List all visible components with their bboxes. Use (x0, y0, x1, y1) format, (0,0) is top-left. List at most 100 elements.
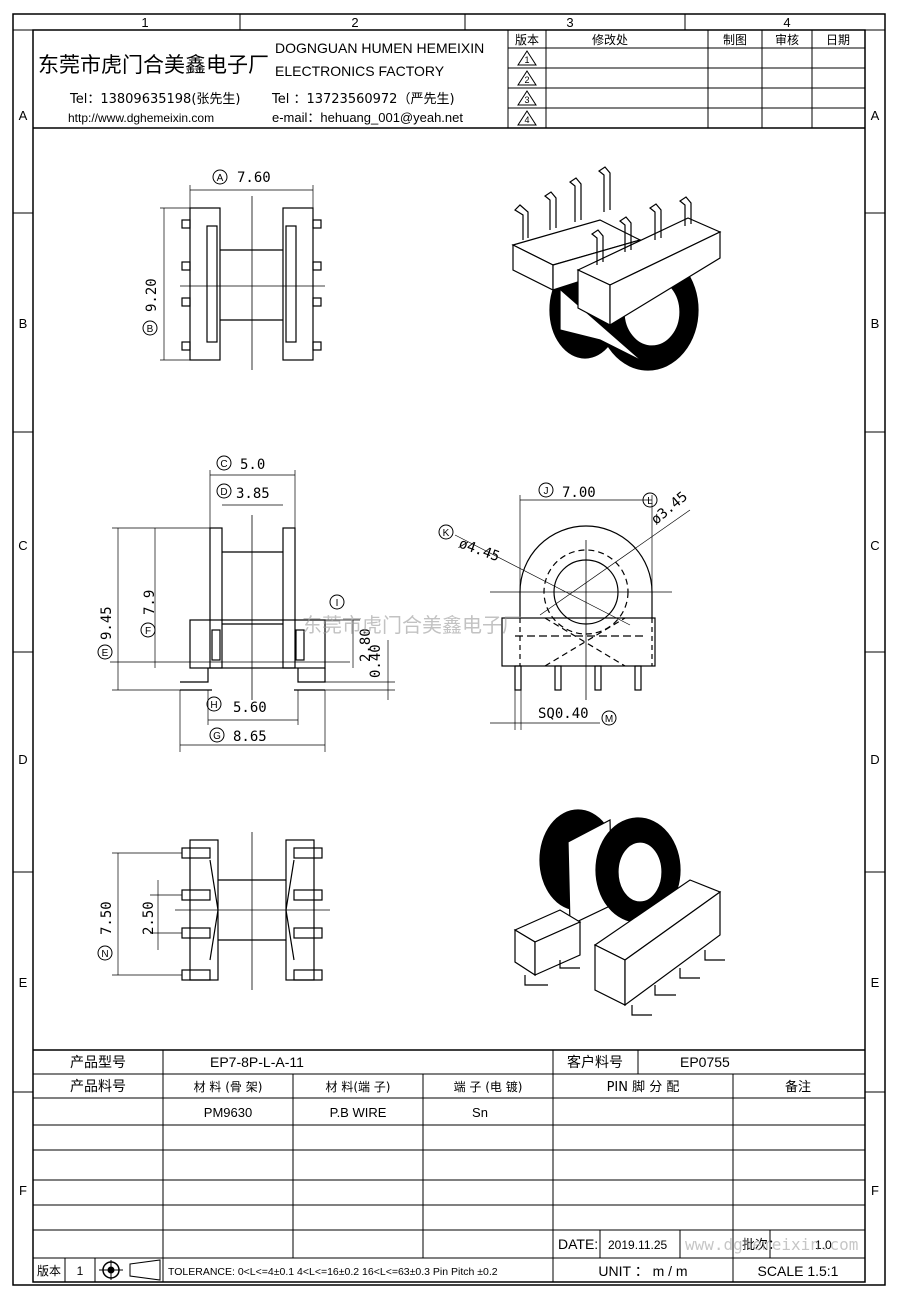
grid-row-a-right: A (871, 108, 880, 123)
dim-D-value: 3.85 (236, 486, 270, 502)
dim-C: C 5.0 (216, 455, 265, 473)
dim-A-value: 7.60 (237, 170, 271, 186)
svg-text:H: H (210, 700, 217, 711)
dim-M-value: SQ0.40 (538, 706, 589, 722)
revision-mark-3: 3 (517, 90, 537, 106)
revision-marks: 1 2 3 4 (517, 50, 537, 126)
projection-symbol-icon (99, 1259, 161, 1281)
dim-J: J 7.00 (538, 482, 596, 501)
dim-L: L ø3.45 (642, 489, 691, 528)
company-name-cn: 东莞市虎门合美鑫电子厂 (38, 53, 269, 77)
svg-text:B: B (147, 324, 154, 335)
svg-text:3: 3 (524, 95, 529, 105)
grid-row-e: E (19, 975, 28, 990)
dim-N-value: 7.50 (99, 901, 115, 935)
dim-F-value: 7.9 (142, 590, 158, 615)
drawing-frame (12, 13, 886, 1286)
product-part-label: 产品料号 (70, 1079, 126, 1095)
isometric-view-bottom (513, 809, 725, 1016)
rev-header-drawn: 制图 (723, 33, 747, 47)
bottom-view (112, 832, 330, 990)
dim-G: G 8.65 (209, 727, 267, 745)
revision-mark-1: 1 (517, 50, 537, 66)
contact-tel-2: Tel ：13723560972（严先生) (271, 92, 455, 107)
revision-mark-2: 2 (517, 70, 537, 86)
grid-col-3: 3 (566, 15, 573, 30)
col-pin-assignment: PIN 脚 分 配 (607, 1079, 680, 1095)
svg-text:G: G (213, 731, 221, 742)
grid-row-a: A (19, 108, 28, 123)
customer-part-value: EP0755 (680, 1054, 730, 1070)
date-label: DATE: (558, 1236, 598, 1252)
svg-text:D: D (220, 487, 227, 498)
grid-col-4: 4 (783, 15, 790, 30)
svg-text:2: 2 (524, 75, 529, 85)
dim-M: SQ0.40 M (538, 706, 617, 726)
dim-H: H 5.60 (206, 696, 267, 716)
customer-part-label: 客户料号 (567, 1054, 623, 1071)
svg-text:L: L (647, 496, 653, 507)
svg-text:K: K (443, 528, 450, 539)
col-material-frame: 材 料 (骨 架) (194, 1080, 263, 1094)
dim-D: D 3.85 (216, 483, 270, 502)
dim-C-value: 5.0 (240, 457, 265, 473)
rev-header-date: 日期 (826, 33, 850, 47)
top-view (160, 185, 325, 370)
header-block: 东莞市虎门合美鑫电子厂 DOGNGUAN HUMEN HEMEIXIN ELEC… (33, 30, 865, 129)
col-note: 备注 (785, 1079, 811, 1095)
dim-F: F 7.9 (140, 590, 158, 638)
grid-row-d: D (18, 752, 27, 767)
grid-row-b: B (19, 316, 28, 331)
rev-header-check: 审核 (775, 32, 799, 47)
grid-row-b-right: B (871, 316, 880, 331)
dim-B-value: 9.20 (144, 278, 160, 312)
dim-E-value: 9.45 (99, 606, 115, 640)
svg-text:A: A (217, 173, 224, 184)
svg-text:J: J (544, 486, 549, 497)
dim-O: 2.50 (141, 901, 157, 935)
product-model-value: EP7-8P-L-A-11 (210, 1054, 304, 1070)
grid-row-f: F (19, 1183, 27, 1198)
revision-table-headers: 版本 修改处 制图 审核 日期 (515, 32, 850, 47)
dim-O-value: 2.50 (141, 901, 157, 935)
grid-row-c-right: C (870, 538, 879, 553)
svg-text:1: 1 (524, 55, 529, 65)
tolerance-text: TOLERANCE: 0<L<=4±0.1 4<L<=16±0.2 16<L<=… (168, 1266, 498, 1278)
grid-row-d-right: D (870, 752, 879, 767)
rev-header-version: 版本 (515, 33, 539, 47)
version-label: 版本 (37, 1264, 61, 1278)
site-watermark: www.dghemeixin.com (685, 1235, 858, 1254)
svg-text:N: N (101, 949, 108, 960)
unit-text: UNIT ： m / m (598, 1263, 687, 1279)
dim-J-value: 7.00 (562, 485, 596, 501)
material-pin-value: P.B WIRE (330, 1105, 387, 1120)
dim-I-value-2: 0.40 (368, 644, 384, 678)
isometric-view-top (511, 166, 722, 371)
svg-text:C: C (220, 459, 227, 470)
terminal-plating-value: Sn (472, 1105, 488, 1120)
title-block-grid (33, 1049, 865, 1282)
grid-row-labels-right: A B C D E F (870, 108, 879, 1198)
revision-table (508, 30, 865, 128)
svg-text:F: F (145, 626, 151, 637)
dim-E: E 9.45 (97, 606, 115, 660)
col-terminal-plating: 端 子 (电 镀) (454, 1080, 523, 1094)
svg-text:E: E (102, 648, 109, 659)
company-name-en-line2: ELECTRONICS FACTORY (275, 63, 445, 79)
company-name-en-line1: DOGNGUAN HUMEN HEMEIXIN (275, 40, 484, 56)
title-block-text: 产品型号 EP7-8P-L-A-11 客户料号 EP0755 产品料号 材 料 … (37, 1054, 858, 1281)
dim-H-value: 5.60 (233, 700, 267, 716)
revision-mark-4: 4 (517, 110, 537, 126)
dim-A: A 7.60 (212, 169, 271, 186)
grid-col-2: 2 (351, 15, 358, 30)
dim-G-value: 8.65 (233, 729, 267, 745)
grid-column-labels: 1 2 3 4 (141, 15, 790, 30)
contact-tel-1: Tel：13809635198(张先生) (69, 92, 240, 107)
grid-row-f-right: F (871, 1183, 879, 1198)
dim-N: N 7.50 (97, 901, 115, 961)
dim-K: K ø4.45 (438, 524, 502, 565)
svg-text:I: I (336, 598, 339, 609)
material-frame-value: PM9630 (204, 1105, 252, 1120)
rev-header-change: 修改处 (592, 32, 628, 47)
